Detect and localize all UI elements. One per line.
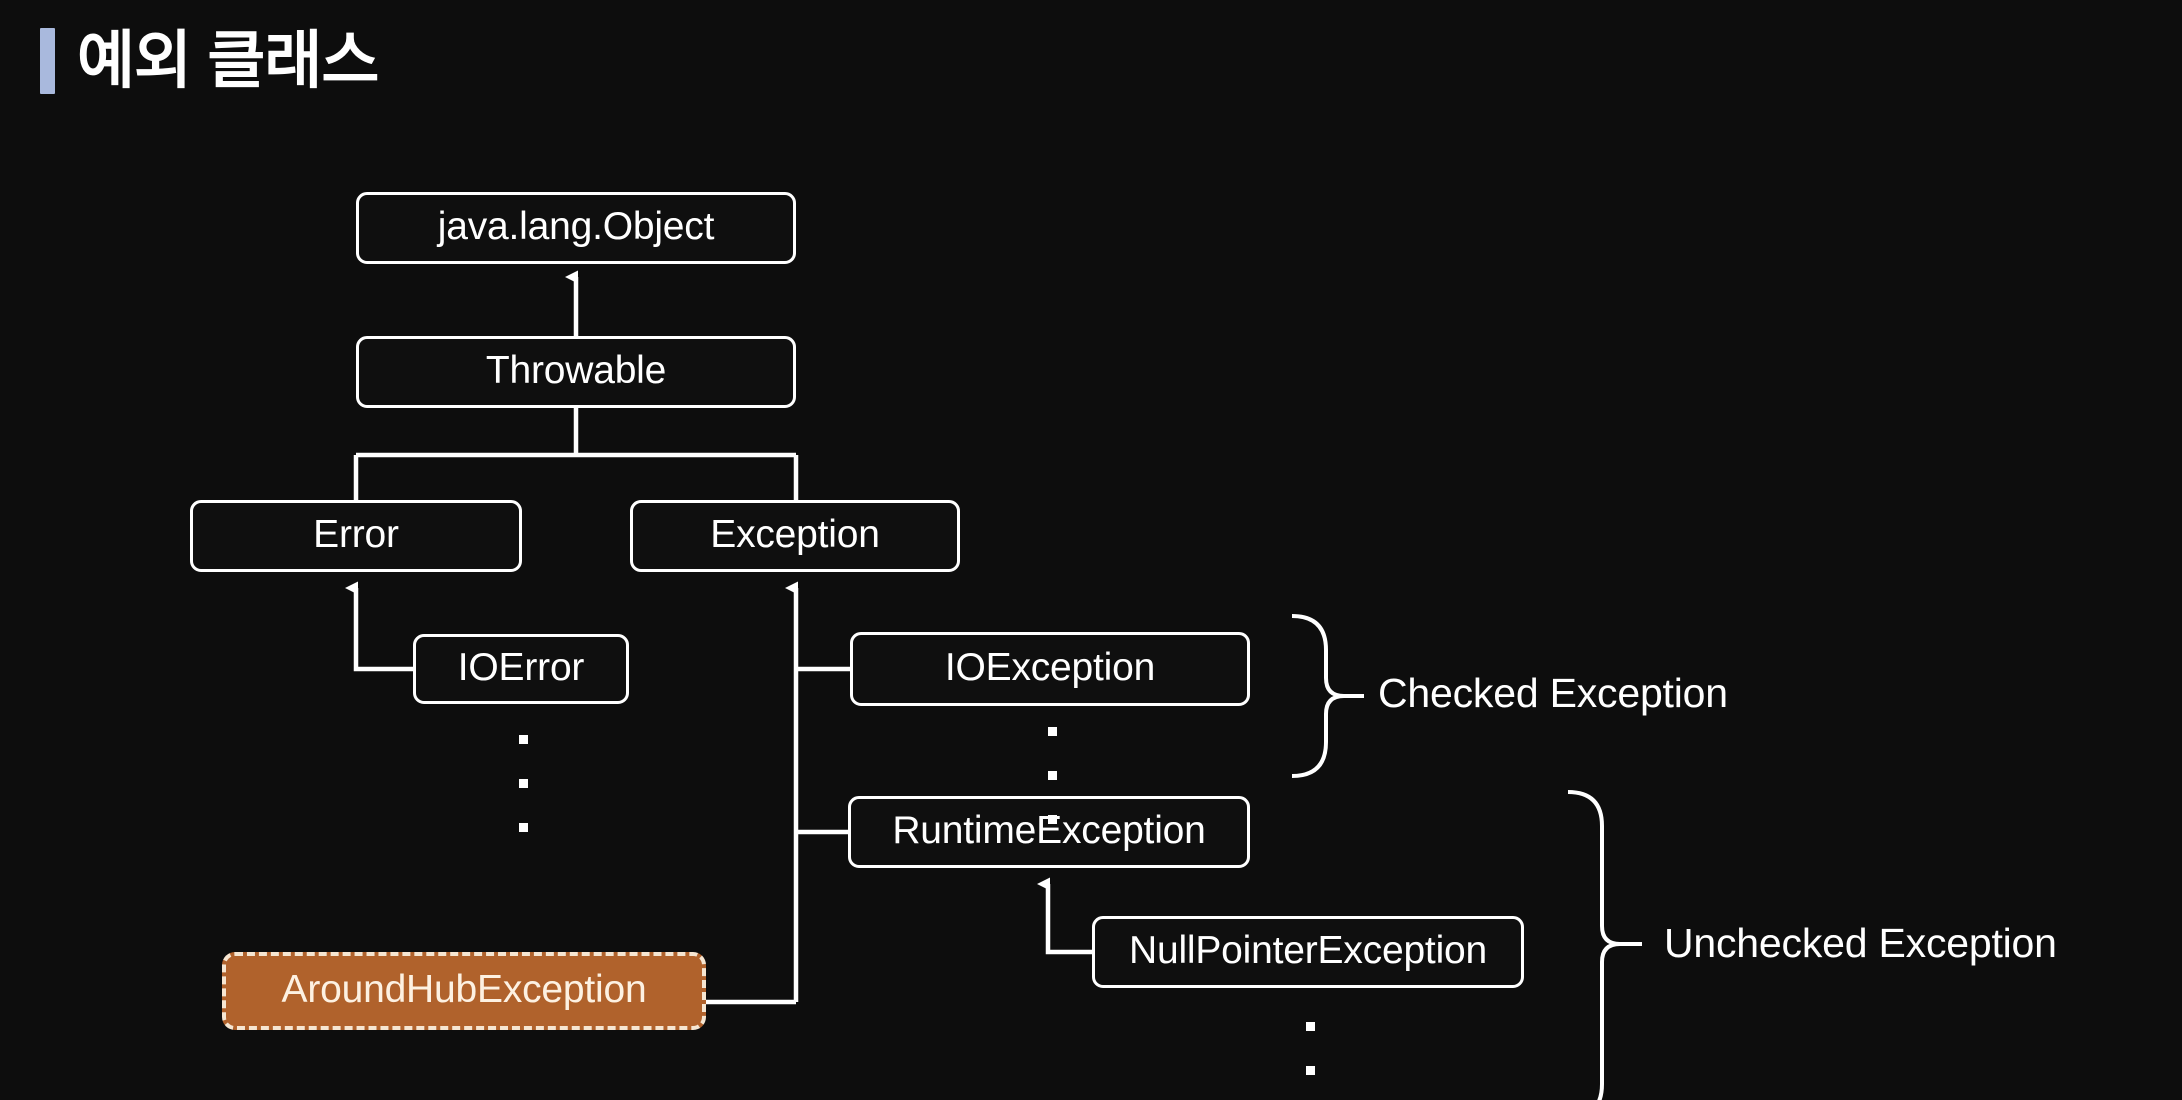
node-label: Exception	[710, 512, 880, 556]
page-title: 예외 클래스	[40, 25, 379, 96]
vertical-ellipsis-icon	[1306, 1022, 1315, 1100]
edge-ioerror-error	[345, 581, 413, 672]
node-ioerror[interactable]: IOError	[413, 634, 629, 704]
node-throwable[interactable]: Throwable	[356, 336, 796, 408]
node-label: IOException	[944, 645, 1156, 689]
node-label: Throwable	[485, 348, 667, 392]
node-nullpointerexception[interactable]: NullPointerException	[1092, 916, 1524, 988]
brace-unchecked	[1567, 790, 1621, 1100]
group-label-checked-exception: Checked Exception	[1378, 670, 1728, 716]
node-label: NullPointerException	[1128, 928, 1488, 972]
group-label-unchecked-exception: Unchecked Exception	[1664, 920, 2057, 966]
node-label: IOError	[457, 645, 585, 689]
brace-checked	[1291, 614, 1345, 778]
vertical-ellipsis-icon	[1048, 727, 1057, 824]
node-label: java.lang.Object	[437, 204, 715, 248]
node-runtimeexception[interactable]: RuntimeException	[848, 796, 1250, 868]
title-accent-bar	[40, 28, 55, 94]
node-java-lang-object[interactable]: java.lang.Object	[356, 192, 796, 264]
node-error[interactable]: Error	[190, 500, 522, 572]
node-label: Error	[313, 512, 399, 556]
vertical-ellipsis-icon	[519, 735, 528, 832]
page-title-text: 예외 클래스	[77, 25, 379, 96]
node-label: AroundHubException	[281, 967, 647, 1011]
node-aroundhubexception[interactable]: AroundHubException	[222, 952, 706, 1030]
edge-npe-runtimeexception	[1037, 877, 1092, 955]
node-ioexception[interactable]: IOException	[850, 632, 1250, 706]
node-exception[interactable]: Exception	[630, 500, 960, 572]
